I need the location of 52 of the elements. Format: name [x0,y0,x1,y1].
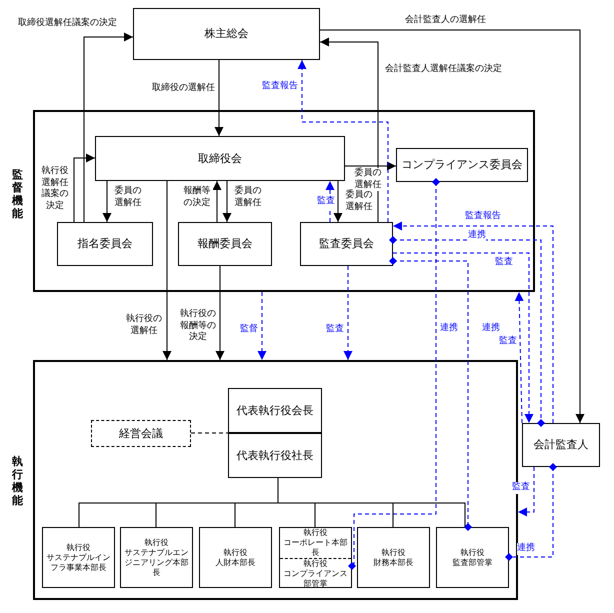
edge-label: 報酬等の決定 [181,186,213,210]
org-box: 会計監査人 [522,423,600,467]
section-label: 監督機能 [12,168,24,220]
arrow [222,180,232,222]
arrow [298,60,388,222]
arrow [344,162,396,170]
arrow [392,252,534,424]
org-box: 株主総会 [133,8,320,60]
arrow [320,38,378,222]
meeting-box: 経営会議 [91,420,191,447]
org-box: コンプライアンス委員会 [396,148,528,182]
edge-label: 委員の選解任 [353,168,383,192]
arrow [214,60,224,136]
arrow [326,180,334,222]
arrow [212,180,222,222]
arrow [102,180,112,222]
role-label: 執行役 コンプライアンス部管掌 [282,559,348,589]
arrow [392,222,554,424]
arrow [258,292,266,360]
org-box: 執行役 監査部管掌 [436,527,509,588]
section-label: 執行機能 [12,455,24,507]
edge-label: 委員の選解任 [113,186,143,210]
org-box: 執行役 サステナブルインフラ事業本部長 [42,527,115,588]
org-box: 監査委員会 [300,222,393,266]
edge-label: 監査 [317,196,335,208]
edge-label: 委員の選解任 [233,186,263,210]
arrow [216,266,224,360]
arrow [162,180,172,360]
org-box: 指名委員会 [57,222,153,266]
org-box: 代表執行役社長 [228,433,322,478]
arrow [514,292,524,424]
edge-label: 連携 [517,543,535,555]
org-box: 報酬委員会 [178,222,272,266]
role-label: 執行役 コーポレート本部長 [282,528,348,558]
edge-label: 執行役の選解任 [126,314,162,338]
connector-line [190,432,228,434]
org-box: 代表執行役会長 [228,388,322,433]
org-box: 執行役 サステナブルエンジニアリング本部長 [120,527,193,588]
arrow [334,180,342,222]
org-box [279,527,352,588]
arrow [344,266,352,360]
arrow [74,154,96,222]
org-box: 執行役 人財本部長 [199,527,272,588]
arrow [84,32,134,222]
edge-label: 監査 [512,482,530,494]
org-box: 執行役 財務本部長 [357,527,430,588]
arrow [320,30,584,424]
edge-label: 連携 [468,230,486,242]
arrow [518,466,534,516]
connector-line [278,478,466,528]
org-box: 取締役会 [95,136,345,181]
edge-label: 委員の選解任 [344,190,374,214]
